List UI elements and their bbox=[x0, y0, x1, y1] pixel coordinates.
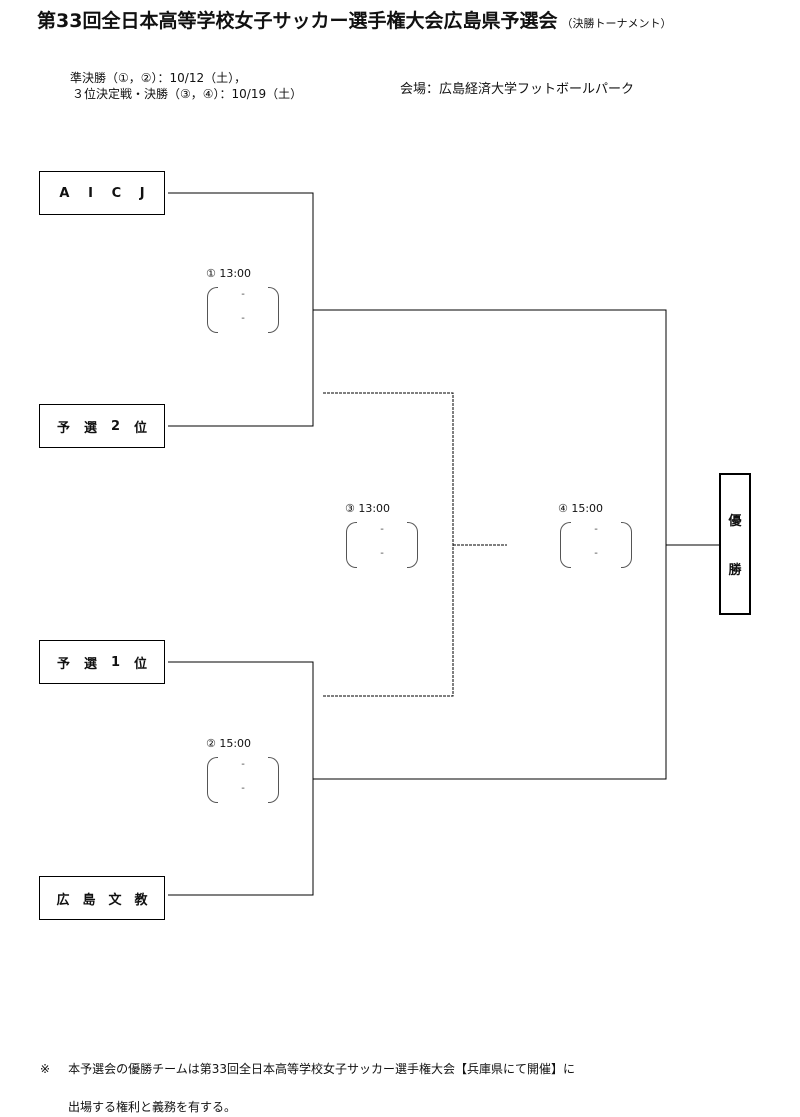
match-4-score-box: - - bbox=[560, 522, 632, 568]
team-char: 広 bbox=[56, 892, 70, 908]
team-char: 位 bbox=[133, 656, 147, 672]
match-1-label: ① 13:00 bbox=[206, 267, 252, 280]
title-main: 第33回全日本高等学校女子サッカー選手権大会広島県予選会 bbox=[37, 10, 558, 32]
match-2-label: ② 15:00 bbox=[206, 737, 252, 750]
footnote: ※ 本予選会の優勝チームは第33回全日本高等学校女子サッカー選手権大会【兵庫県にて… bbox=[40, 1060, 575, 1116]
schedule-line-1: 準決勝（①，②）：10/12（土）， bbox=[70, 71, 247, 85]
team-char: C bbox=[111, 185, 122, 201]
page-title: 第33回全日本高等学校女子サッカー選手権大会広島県予選会（決勝トーナメント） bbox=[37, 6, 671, 33]
team-char: J bbox=[139, 185, 145, 201]
title-sub: （決勝トーナメント） bbox=[561, 17, 672, 30]
match-2-score-2: - bbox=[241, 783, 245, 794]
champion-char: 勝 bbox=[728, 563, 742, 578]
team-box-qualifier-1st: 予 選 1 位 bbox=[39, 640, 165, 684]
match-3-label: ③ 13:00 bbox=[345, 502, 391, 515]
schedule-line-2: ３位決定戦・決勝（③，④）：10/19（土） bbox=[72, 87, 303, 101]
match-2-score-1: - bbox=[241, 759, 245, 770]
champion-box: 優 勝 bbox=[719, 473, 751, 615]
team-char: 文 bbox=[108, 892, 122, 908]
team-char: I bbox=[88, 185, 93, 201]
champion-char: 優 bbox=[728, 514, 742, 529]
note-mark: ※ bbox=[40, 1062, 51, 1076]
venue: 会場：広島経済大学フットボールパーク bbox=[400, 82, 635, 97]
note-line-1: 本予選会の優勝チームは第33回全日本高等学校女子サッカー選手権大会【兵庫県にて開… bbox=[68, 1062, 575, 1076]
team-char: 島 bbox=[82, 892, 96, 908]
match-3-score-1: - bbox=[380, 524, 384, 535]
team-char: A bbox=[59, 185, 70, 201]
team-char: 選 bbox=[83, 420, 97, 436]
team-char: 1 bbox=[110, 654, 120, 670]
team-char: 選 bbox=[83, 656, 97, 672]
team-box-hiroshima-bunkyo: 広 島 文 教 bbox=[39, 876, 165, 920]
team-char: 教 bbox=[134, 892, 148, 908]
team-box-qualifier-2nd: 予 選 2 位 bbox=[39, 404, 165, 448]
team-char: 2 bbox=[110, 418, 120, 434]
schedule: 準決勝（①，②）：10/12（土）， ３位決定戦・決勝（③，④）：10/19（土… bbox=[70, 70, 302, 102]
match-3-score-box: - - bbox=[346, 522, 418, 568]
team-char: 予 bbox=[56, 656, 70, 672]
team-char: 予 bbox=[56, 420, 70, 436]
match-4-score-2: - bbox=[594, 548, 598, 559]
team-char: 位 bbox=[133, 420, 147, 436]
match-3-score-2: - bbox=[380, 548, 384, 559]
match-1-score-2: - bbox=[241, 313, 245, 324]
note-line-2: 出場する権利と義務を有する。 bbox=[68, 1100, 237, 1114]
match-1-score-1: - bbox=[241, 289, 245, 300]
team-box-aicj: A I C J bbox=[39, 171, 165, 215]
match-1-score-box: - - bbox=[207, 287, 279, 333]
match-2-score-box: - - bbox=[207, 757, 279, 803]
match-4-label: ④ 15:00 bbox=[558, 502, 604, 515]
match-4-score-1: - bbox=[594, 524, 598, 535]
